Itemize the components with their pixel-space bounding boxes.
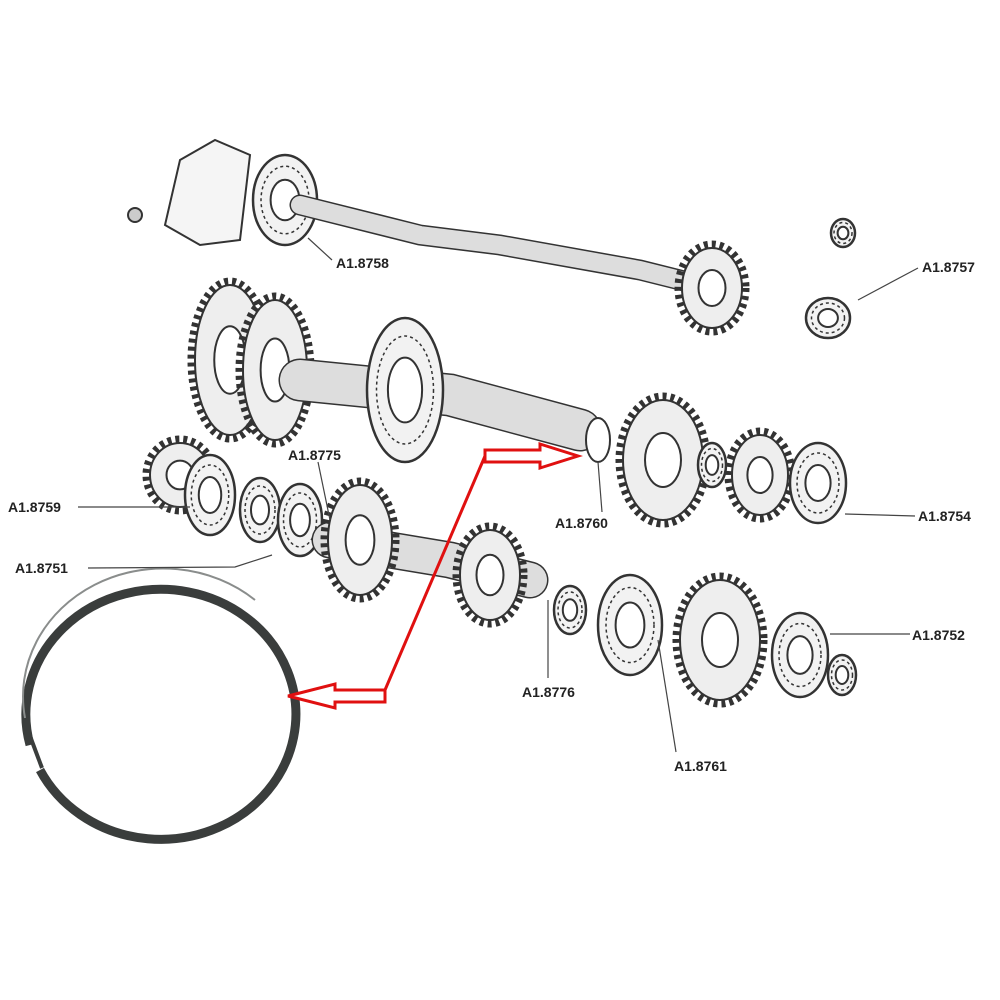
leader-lines — [78, 237, 919, 753]
middle-bearing-balls — [375, 335, 435, 445]
bearing-a1-8754-bore — [804, 464, 832, 502]
lay-gear-2-bore — [475, 553, 505, 597]
lay-gear-1-teeth — [320, 477, 400, 603]
gear-right-2-bore — [746, 456, 774, 494]
gear-right-1-bore — [644, 432, 682, 488]
needle-bearing-small-balls — [833, 221, 853, 245]
lay-gear-3-teeth — [672, 572, 768, 708]
bearing-a1-8775-balls — [282, 492, 318, 548]
label-a1-8752: A1.8752 — [912, 627, 965, 643]
bearing-a1-8752-bore — [786, 635, 814, 675]
nut-balls — [830, 659, 854, 691]
end-plate — [163, 138, 252, 247]
middle-bearing-bore — [386, 356, 424, 424]
bearing-a1-8759-bore — [197, 476, 223, 514]
circlip-ring — [21, 567, 301, 844]
needle-bearing-small-bore — [836, 225, 850, 241]
label-a1-8751: A1.8751 — [15, 560, 68, 576]
label-a1-8758: A1.8758 — [336, 255, 389, 271]
label-a1-8760: A1.8760 — [555, 515, 608, 531]
main-shaft — [291, 196, 709, 294]
bearing-a1-8752-balls — [778, 622, 822, 688]
top-shaft-gear-teeth — [674, 240, 750, 336]
label-a1-8754: A1.8754 — [918, 508, 971, 524]
label-a1-8757: A1.8757 — [922, 259, 975, 275]
needle-bearing-a1-8757-balls — [810, 302, 846, 334]
washer-bore — [250, 494, 270, 526]
lay-gear-1-bore — [344, 514, 376, 566]
circlip-a1-8760 — [585, 417, 611, 463]
gearbox-parts — [127, 138, 858, 708]
label-a1-8761: A1.8761 — [674, 758, 727, 774]
lay-gear-2-teeth — [452, 522, 528, 628]
bearing-a1-8759-balls — [190, 464, 230, 526]
top-shaft-gear-bore — [697, 269, 727, 307]
synchro-a1-8761-bore — [614, 601, 646, 649]
label-a1-8776: A1.8776 — [522, 684, 575, 700]
lay-gear-3-bore — [701, 612, 739, 668]
washer-balls — [244, 485, 276, 535]
label-a1-8775: A1.8775 — [288, 447, 341, 463]
spacer-right-bore — [704, 454, 720, 476]
countershaft — [280, 360, 600, 450]
needle-a1-8776-bore — [561, 598, 579, 622]
label-a1-8759: A1.8759 — [8, 499, 61, 515]
nut-bore — [834, 665, 850, 685]
bearing-a1-8775-bore — [289, 502, 311, 538]
bearing-a1-8754-balls — [796, 452, 840, 514]
red-pointer-arrow — [287, 441, 583, 710]
needle-a1-8776-balls — [557, 591, 583, 629]
spacer-right-balls — [700, 447, 724, 483]
bolt — [127, 207, 143, 223]
needle-bearing-a1-8757-bore — [817, 308, 839, 328]
synchro-a1-8761-balls — [605, 586, 655, 664]
